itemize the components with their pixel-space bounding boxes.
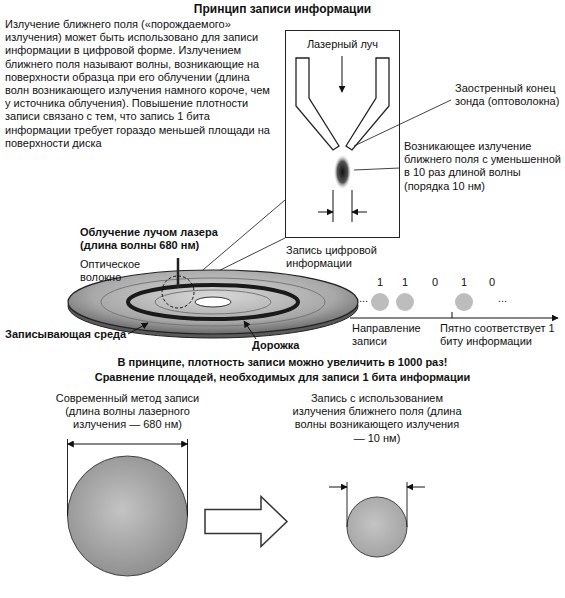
circle-caption: Запись с использованием излучения ближне… bbox=[292, 392, 462, 445]
disc-ring bbox=[101, 278, 325, 326]
bit-value: 1 bbox=[398, 276, 412, 289]
ellipsis: ... bbox=[359, 292, 371, 305]
zoom-line bbox=[190, 200, 285, 281]
near-field-label: Возникающее излучение ближнего поля с ум… bbox=[404, 140, 562, 193]
probe-right bbox=[346, 58, 389, 150]
leader-arrow bbox=[244, 321, 256, 339]
probe-label: Заостренный конец зонда (оптоволокна) bbox=[455, 82, 563, 108]
fiber-label: Оптическое волокно bbox=[80, 258, 160, 284]
dim-tick bbox=[67, 439, 68, 516]
dim-arrow bbox=[352, 212, 367, 213]
bit-spot bbox=[371, 293, 389, 311]
circle-caption: Современный метод записи (длина волны ла… bbox=[55, 392, 200, 432]
dim-arrow bbox=[329, 487, 347, 488]
dim-tick bbox=[333, 190, 334, 222]
zoom-circle bbox=[162, 276, 194, 308]
block-arrow bbox=[205, 497, 287, 547]
title: Принцип записи информации bbox=[0, 2, 565, 16]
disc-ring bbox=[155, 290, 271, 314]
probe-left bbox=[296, 58, 339, 150]
note: Сравнение площадей, необходимых для запи… bbox=[0, 371, 565, 384]
bit-value: 1 bbox=[373, 276, 387, 289]
leader-line bbox=[354, 100, 451, 146]
medium-label: Записывающая среда bbox=[5, 328, 130, 341]
bit-spot bbox=[455, 293, 473, 311]
comparison-circle: Запись с использованием излучения ближне… bbox=[292, 392, 462, 561]
bit-value: 0 bbox=[428, 276, 442, 289]
dim-arrow bbox=[318, 212, 333, 213]
bit-value: 1 bbox=[457, 276, 471, 289]
direction-label: Направление записи bbox=[352, 322, 436, 348]
dim-tick bbox=[187, 439, 188, 516]
leader-arrow bbox=[128, 323, 148, 334]
intro-text: Излучение ближнего поля («порождаемого» … bbox=[5, 18, 275, 150]
leader-line bbox=[354, 168, 400, 170]
near-field-glow bbox=[334, 154, 352, 190]
dim-line bbox=[68, 444, 188, 445]
bit-area-circle bbox=[347, 497, 407, 557]
direction-axis bbox=[350, 318, 558, 319]
inset-label: Лазерный луч bbox=[290, 38, 395, 51]
note: В принципе, плотность записи можно увели… bbox=[0, 356, 565, 369]
dim-tick bbox=[352, 190, 353, 222]
circle-shape bbox=[292, 392, 462, 561]
comparison-circle: Современный метод записи (длина волны ла… bbox=[55, 392, 200, 580]
spot-label: Пятно соответствует 1 биту информации bbox=[440, 322, 562, 348]
bit-spot bbox=[396, 293, 414, 311]
dim-tick bbox=[347, 482, 348, 527]
track-label: Дорожка bbox=[252, 339, 332, 352]
disc-hub bbox=[195, 297, 231, 307]
bit-area-circle bbox=[68, 456, 188, 576]
ellipsis: ... bbox=[498, 292, 514, 305]
optical-fiber bbox=[177, 258, 180, 288]
axis-tick bbox=[452, 312, 453, 318]
dim-tick bbox=[407, 482, 408, 527]
track bbox=[128, 285, 298, 319]
dim-arrow bbox=[407, 487, 425, 488]
bit-value: 0 bbox=[485, 276, 499, 289]
laser-label: Облучение лучом лазера (длина волны 680 … bbox=[80, 226, 230, 252]
record-label: Запись цифровой информации bbox=[286, 244, 386, 270]
zoom-inset: Лазерный луч bbox=[285, 30, 400, 238]
laser-arrow bbox=[342, 56, 343, 92]
